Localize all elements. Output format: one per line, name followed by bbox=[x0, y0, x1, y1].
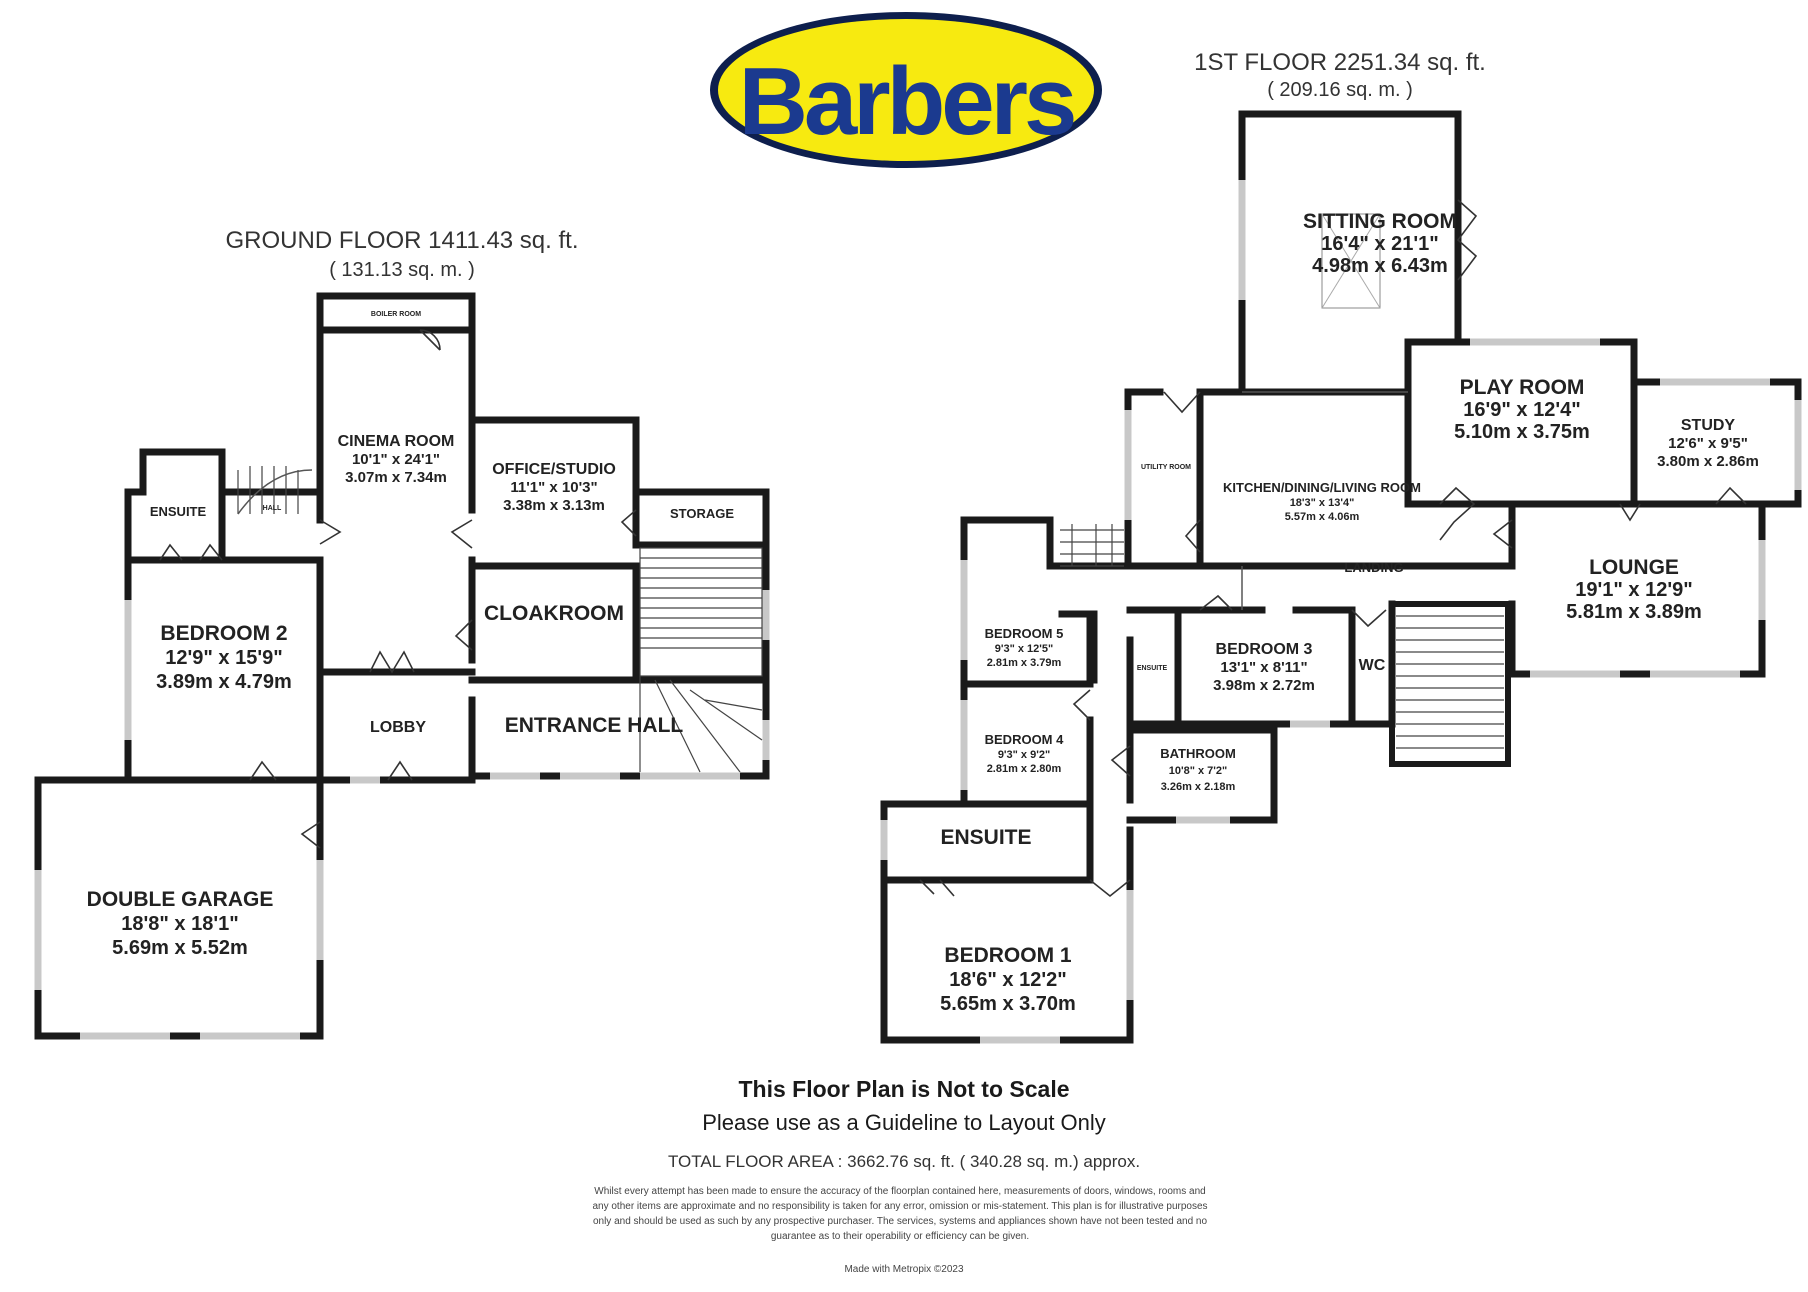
bedroom4-imperial: 9'3" x 9'2" bbox=[998, 749, 1050, 761]
boiler-room-label: BOILER ROOM bbox=[371, 311, 421, 318]
utility-room-label: UTILITY ROOM bbox=[1141, 464, 1191, 471]
garage-imperial: 18'8" x 18'1" bbox=[121, 913, 238, 935]
cinema-room-metric: 3.07m x 7.34m bbox=[345, 469, 447, 486]
sitting-room-imperial: 16'4" x 21'1" bbox=[1321, 233, 1438, 255]
made-with-credit: Made with Metropix ©2023 bbox=[844, 1264, 964, 1275]
ensuite-ff-label: ENSUITE bbox=[940, 826, 1031, 849]
bedroom5-metric: 2.81m x 3.79m bbox=[987, 657, 1062, 669]
hall-label: HALL bbox=[263, 505, 282, 512]
logo-text: Barbers bbox=[739, 48, 1074, 155]
lounge-label: LOUNGE bbox=[1589, 556, 1679, 579]
ground-floor-title: GROUND FLOOR 1411.43 sq. ft. bbox=[225, 227, 578, 254]
ground-outer-wall bbox=[34, 292, 770, 1040]
play-room-label: PLAY ROOM bbox=[1460, 376, 1585, 399]
bedroom2-imperial: 12'9" x 15'9" bbox=[165, 647, 282, 669]
barbers-logo: Barbers bbox=[710, 12, 1102, 168]
bedroom1-imperial: 18'6" x 12'2" bbox=[949, 969, 1066, 991]
play-room-metric: 5.10m x 3.75m bbox=[1454, 421, 1590, 443]
wc-label: WC bbox=[1359, 657, 1386, 674]
bedroom2-metric: 3.89m x 4.79m bbox=[156, 671, 292, 693]
ensuite-small-label: ENSUITE bbox=[1137, 665, 1168, 672]
first-floor-plan bbox=[880, 110, 1802, 1044]
first-floor-title: 1ST FLOOR 2251.34 sq. ft. bbox=[1194, 49, 1486, 76]
bedroom3-metric: 3.98m x 2.72m bbox=[1213, 677, 1315, 694]
kitchen-metric: 5.57m x 4.06m bbox=[1285, 511, 1360, 523]
office-label: OFFICE/STUDIO bbox=[492, 461, 616, 478]
study-label: STUDY bbox=[1681, 417, 1736, 434]
ground-floor-subtitle: ( 131.13 sq. m. ) bbox=[329, 259, 475, 281]
bedroom1-metric: 5.65m x 3.70m bbox=[940, 993, 1076, 1015]
office-metric: 3.38m x 3.13m bbox=[503, 497, 605, 514]
lobby-label: LOBBY bbox=[370, 719, 426, 736]
guideline-subheading: Please use as a Guideline to Layout Only bbox=[702, 1110, 1106, 1135]
landing-label: LANDING bbox=[1344, 560, 1403, 575]
entrance-hall-label: ENTRANCE HALL bbox=[505, 714, 684, 737]
ensuite-gf-label: ENSUITE bbox=[150, 504, 207, 519]
office-imperial: 11'1" x 10'3" bbox=[510, 479, 597, 496]
kitchen-label: KITCHEN/DINING/LIVING ROOM bbox=[1223, 480, 1421, 495]
study-imperial: 12'6" x 9'5" bbox=[1668, 435, 1748, 452]
cinema-room-imperial: 10'1" x 24'1" bbox=[352, 451, 440, 468]
bathroom-label: BATHROOM bbox=[1160, 746, 1236, 761]
bedroom4-label: BEDROOM 4 bbox=[985, 732, 1065, 747]
lounge-imperial: 19'1" x 12'9" bbox=[1575, 579, 1692, 601]
ground-floor-plan bbox=[34, 292, 770, 1040]
bedroom1-label: BEDROOM 1 bbox=[944, 944, 1072, 967]
bathroom-metric: 3.26m x 2.18m bbox=[1161, 781, 1236, 793]
bedroom5-imperial: 9'3" x 12'5" bbox=[995, 643, 1053, 655]
bedroom3-label: BEDROOM 3 bbox=[1216, 641, 1313, 658]
cinema-room-label: CINEMA ROOM bbox=[338, 433, 455, 450]
kitchen-imperial: 18'3" x 13'4" bbox=[1290, 497, 1355, 509]
storage-label: STORAGE bbox=[670, 506, 734, 521]
bathroom-imperial: 10'8" x 7'2" bbox=[1169, 765, 1227, 777]
bedroom2-label: BEDROOM 2 bbox=[160, 622, 287, 645]
study-metric: 3.80m x 2.86m bbox=[1657, 453, 1759, 470]
sitting-room-metric: 4.98m x 6.43m bbox=[1312, 255, 1448, 277]
first-floor-subtitle: ( 209.16 sq. m. ) bbox=[1267, 79, 1413, 101]
bedroom5-label: BEDROOM 5 bbox=[985, 626, 1064, 641]
bedroom4-metric: 2.81m x 2.80m bbox=[987, 763, 1062, 775]
total-floor-area: TOTAL FLOOR AREA : 3662.76 sq. ft. ( 340… bbox=[667, 1152, 1141, 1171]
lounge-metric: 5.81m x 3.89m bbox=[1566, 601, 1702, 623]
cloakroom-label: CLOAKROOM bbox=[484, 602, 624, 625]
garage-metric: 5.69m x 5.52m bbox=[112, 937, 248, 959]
garage-label: DOUBLE GARAGE bbox=[87, 888, 274, 911]
disclaimer-text: Whilst every attempt has been made to en… bbox=[592, 1186, 1208, 1242]
play-room-imperial: 16'9" x 12'4" bbox=[1463, 399, 1580, 421]
sitting-room-label: SITTING ROOM bbox=[1303, 210, 1457, 233]
bedroom3-imperial: 13'1" x 8'11" bbox=[1220, 659, 1307, 676]
not-to-scale-heading: This Floor Plan is Not to Scale bbox=[738, 1076, 1070, 1102]
